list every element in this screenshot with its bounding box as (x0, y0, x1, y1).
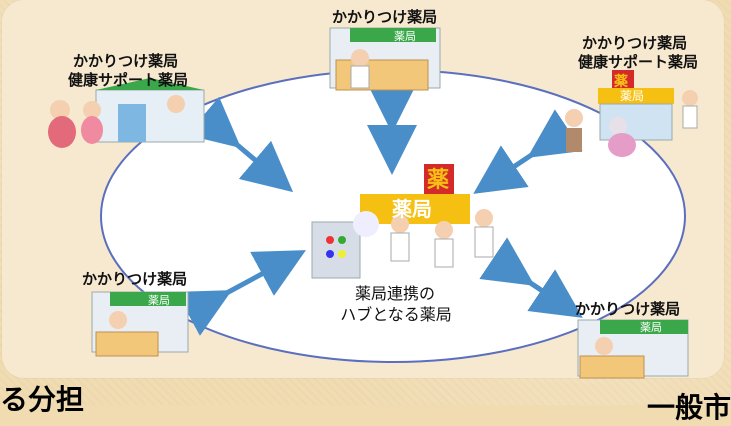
arrow-bottom-right (479, 237, 583, 318)
label-bottom-right: かかりつけ薬局 (575, 300, 681, 318)
sign-text-bottom-left: 薬局 (148, 294, 170, 307)
label-center-2: ハブとなる薬局 (340, 305, 452, 324)
sign-text-top: 薬局 (394, 30, 416, 43)
footer-right-text: 一般市 (647, 391, 731, 424)
sign-text-kusuri-right: 薬 (614, 73, 628, 90)
label-top-right-1: かかりつけ薬局 (582, 34, 688, 52)
arrow-top-left (186, 96, 294, 193)
sign-text-kusuri-center: 薬 (427, 168, 449, 193)
footer-left-text: る分担 (0, 383, 85, 416)
label-top-left-2: 健康サポート薬局 (68, 71, 189, 89)
link-arrows (176, 83, 583, 336)
label-top-left-1: かかりつけ薬局 (73, 52, 179, 70)
label-bottom-left: かかりつけ薬局 (82, 270, 188, 288)
arrow-bottom-left (176, 250, 306, 336)
diagram-canvas: 薬局 薬局 薬局 薬 薬局 薬 薬局 (48, 27, 698, 379)
pharmacy-top-right (565, 70, 698, 157)
label-top-right-2: 健康サポート薬局 (578, 53, 699, 71)
sign-text-big-center: 薬局 (392, 197, 432, 221)
pharmacy-center (311, 164, 494, 279)
sign-text-bottom-right: 薬局 (640, 321, 662, 334)
label-center-1: 薬局連携の (354, 284, 435, 303)
label-top: かかりつけ薬局 (332, 8, 438, 26)
pharmacy-top-left (48, 78, 205, 148)
pharmacy-bottom-right (577, 319, 689, 379)
pharmacy-top (329, 27, 441, 91)
sign-text-small-right: 薬局 (620, 89, 644, 103)
arrow-top-right (473, 109, 583, 194)
pharmacy-bottom-left (91, 291, 189, 357)
